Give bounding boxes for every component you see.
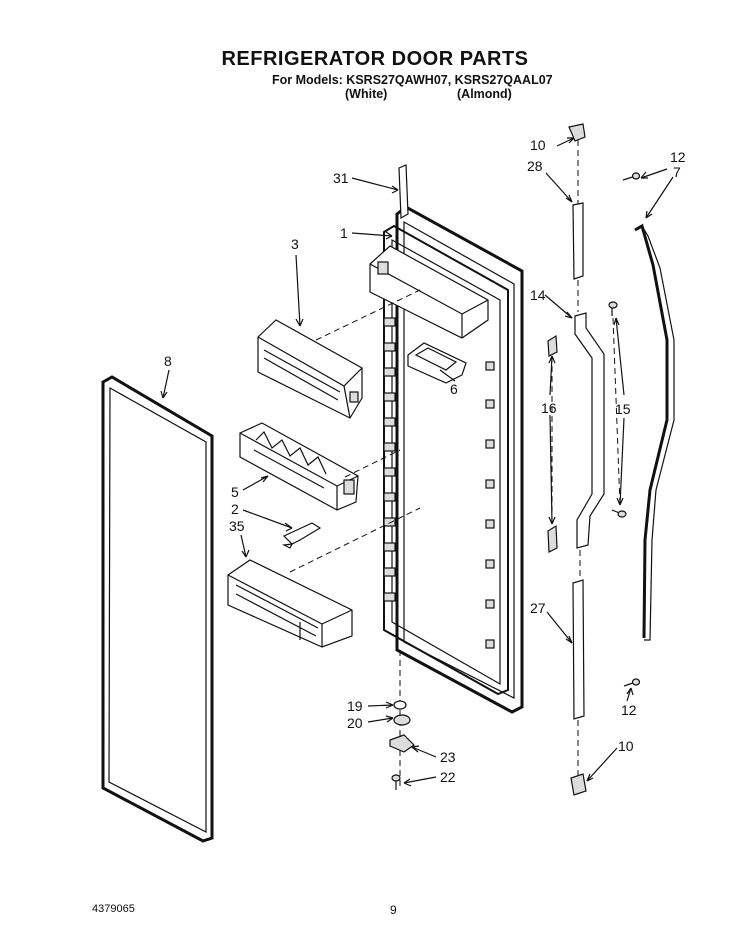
callout-5: 5 — [231, 484, 239, 500]
part-15-handle-screws — [608, 301, 627, 518]
callout-28: 28 — [527, 158, 543, 174]
page-number: 9 — [390, 903, 397, 917]
door-liner-rails — [383, 317, 495, 649]
part-3-door-shelf — [257, 319, 363, 419]
part-14-handle — [574, 312, 605, 549]
callout-3: 3 — [291, 236, 299, 252]
leader-lines — [160, 137, 674, 787]
callout-31: 31 — [333, 170, 349, 186]
part-27-bottom-trim — [572, 579, 585, 720]
callout-15: 15 — [615, 401, 631, 417]
callout-35: 35 — [229, 518, 245, 534]
part-19-washer — [393, 700, 407, 710]
callout-1: 1 — [340, 225, 348, 241]
callout-22: 22 — [440, 769, 456, 785]
part-6-small-tray — [407, 342, 467, 384]
part-22-screw — [391, 774, 401, 790]
callout-2: 2 — [231, 501, 239, 517]
part-28-top-trim — [572, 202, 584, 280]
part-20-bushing — [393, 714, 411, 726]
variant-white: (White) — [345, 87, 388, 101]
part-8-door-gasket — [101, 375, 214, 843]
part-35-door-bin — [227, 559, 353, 648]
part-7-handle-trim — [634, 223, 675, 641]
callout-16: 16 — [541, 400, 557, 416]
part-5-egg-tray — [239, 422, 359, 511]
callout-14: 14 — [530, 287, 546, 303]
variant-almond: (Almond) — [457, 87, 512, 101]
callout-8: 8 — [164, 353, 172, 369]
models-line: For Models: KSRS27QAWH07, KSRS27QAAL07 — [272, 73, 553, 87]
callout-6: 6 — [450, 381, 458, 397]
page-title: REFRIGERATOR DOOR PARTS — [221, 48, 529, 70]
callout-19: 19 — [347, 698, 363, 714]
callout-12-top: 12 — [670, 149, 686, 165]
callout-20: 20 — [347, 715, 363, 731]
part-1-door-liner — [369, 205, 524, 714]
callout-10-top: 10 — [530, 137, 546, 153]
callout-27: 27 — [530, 600, 546, 616]
part-12-screw-top — [622, 172, 641, 181]
part-10-bottom-end-cap — [570, 773, 587, 796]
part-2-clip — [281, 522, 322, 549]
callout-10-bottom: 10 — [618, 738, 634, 754]
part-31-trim-strip — [398, 164, 409, 220]
part-12-screw-bottom — [623, 678, 641, 687]
part-10-top-end-cap — [568, 123, 586, 142]
callout-labels: 31 1 3 8 6 5 2 35 10 28 12 7 14 15 16 27… — [164, 137, 686, 785]
callout-12-bottom: 12 — [621, 702, 637, 718]
document-number: 4379065 — [92, 903, 135, 915]
callout-7: 7 — [673, 164, 681, 180]
callout-23: 23 — [440, 749, 456, 765]
part-23-hinge-bracket — [389, 734, 415, 753]
